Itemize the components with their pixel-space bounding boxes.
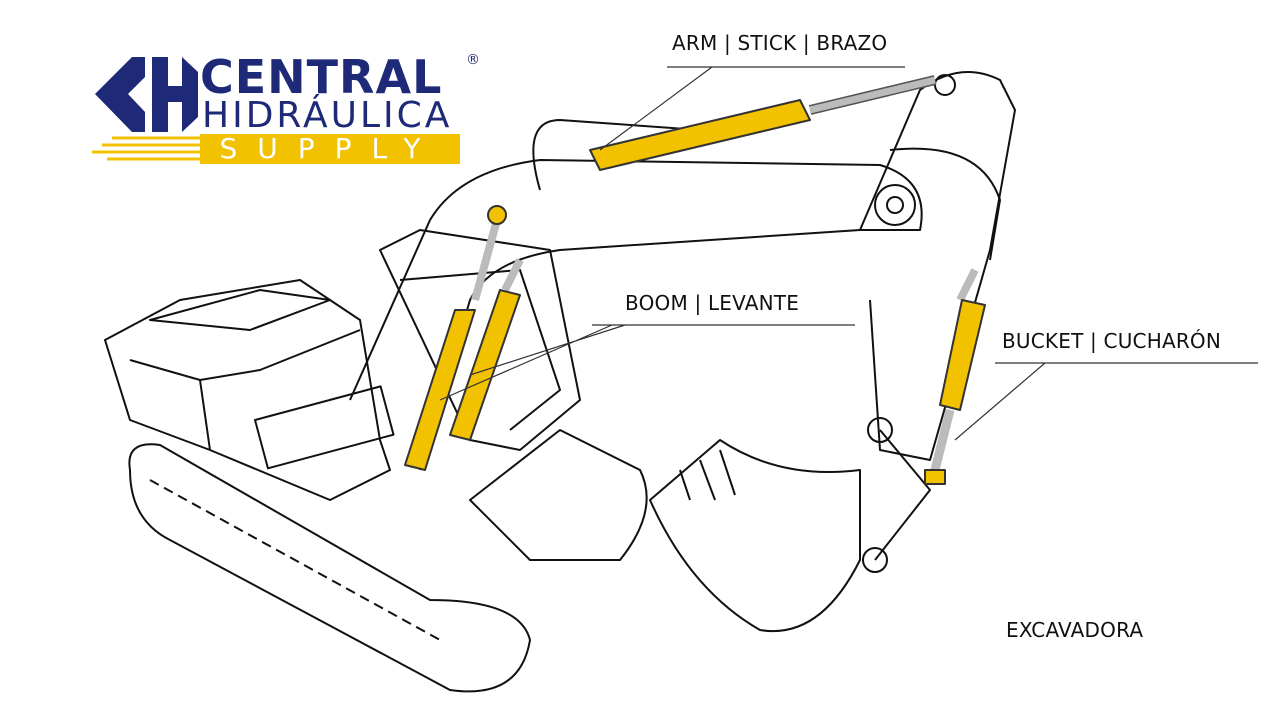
front-track (469, 429, 648, 561)
label-arm: ARM | STICK | BRAZO (672, 31, 888, 55)
logo-registered: ® (466, 52, 480, 68)
diagram-title: EXCAVADORA (1006, 618, 1144, 642)
logo-text-supply: SUPPLY (200, 134, 460, 164)
bucket (649, 439, 861, 633)
arm (859, 71, 1016, 461)
logo-text-hidraulica: HIDRÁULICA (202, 95, 453, 136)
label-leaders (439, 66, 1258, 441)
logo-text-central: CENTRAL (200, 50, 443, 104)
rear-track (128, 443, 531, 693)
logo-speed-lines (92, 136, 202, 161)
logo-ch-mark (95, 57, 198, 132)
bucket-cylinder (924, 268, 986, 485)
boom (349, 159, 923, 471)
label-bucket: BUCKET | CUCHARÓN (1002, 329, 1222, 353)
label-boom: BOOM | LEVANTE (625, 291, 800, 315)
arm-cylinder (589, 75, 937, 171)
upper-body (104, 279, 391, 501)
boom-cylinders (404, 205, 524, 471)
